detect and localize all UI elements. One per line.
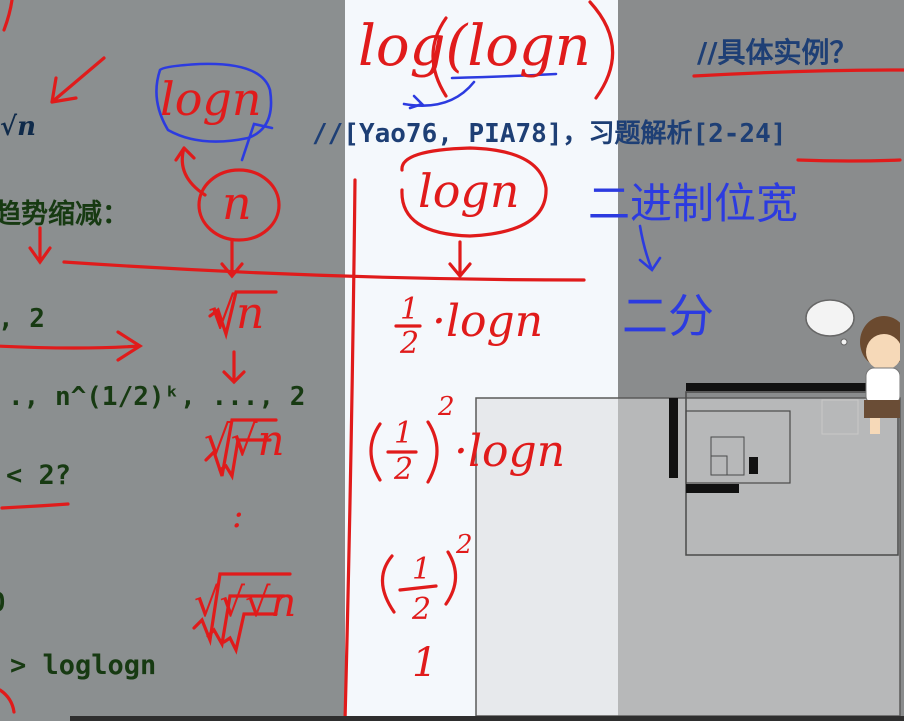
circle-n: [197, 168, 281, 242]
paren-left: [431, 16, 448, 98]
horizontal-line: [62, 260, 586, 282]
radical-3: [192, 572, 292, 647]
hw-sq-num: 1: [394, 416, 414, 451]
left-bar: [669, 398, 678, 478]
hw-sq-logn: ·logn: [454, 426, 566, 477]
medium-top-bar: [686, 383, 898, 391]
loglogn-label: > loglogn: [10, 650, 157, 681]
example-heading: //具体实例？: [697, 36, 858, 69]
arrow-down-n: [220, 238, 244, 279]
tiny-bar: [749, 457, 758, 474]
mascot-figure: [805, 299, 900, 435]
stamp: [821, 399, 859, 435]
loop-arrow: [174, 146, 207, 197]
radical-1: [208, 290, 278, 340]
radical-3c: [222, 612, 278, 655]
circle-logn: [400, 146, 548, 238]
tick-stroke: [240, 122, 274, 162]
hw-lower-den: 2: [412, 592, 432, 627]
radical-3b: [206, 594, 286, 649]
hw-half-den: 2: [400, 326, 420, 361]
hw-n: n: [222, 176, 252, 230]
hw-binary-bits: 二进制位宽: [588, 179, 799, 228]
radical-2: [204, 418, 278, 477]
arrow-right: [0, 330, 143, 362]
arrow-stroke: [50, 56, 106, 104]
radical-2b: [218, 438, 272, 481]
arrow-down-left: [28, 226, 52, 265]
hw-lower-one: 1: [412, 640, 438, 686]
bubble-dot: [840, 338, 848, 346]
less-than-two-label: < 2?: [6, 460, 72, 491]
sqrt-n-label: √n: [0, 112, 36, 142]
paren-frac2-right: [444, 550, 458, 606]
two-label: , 2: [0, 304, 45, 334]
hw-sq-den: 2: [394, 452, 414, 487]
underline-reference: [796, 158, 902, 163]
zero-label: 0: [0, 588, 6, 618]
paren-frac-left: [369, 422, 382, 482]
reference-label: //[Yao76, PIA78]，习题解析[2-24]: [312, 119, 787, 149]
hw-half-num: 1: [400, 292, 420, 327]
shirt: [865, 367, 900, 405]
stroke: [2, 0, 14, 32]
hw-dots: :: [232, 496, 244, 536]
arrow-down-sqrt: [222, 350, 246, 385]
hw-lower-num: 1: [412, 552, 432, 587]
left-slide-panel: [0, 0, 345, 721]
bottom-bar-small: [686, 484, 739, 493]
underline-stroke: [0, 502, 70, 510]
hook-arrow: [408, 94, 425, 110]
trend-label: 趋势缩减：: [0, 199, 129, 230]
hw-logn-mid: logn: [418, 164, 520, 218]
tiniest-square: [710, 455, 728, 476]
hw-sqrt-sqrt-sqrt-n: √√√n: [194, 580, 297, 626]
pants: [864, 400, 900, 418]
hw-logn-left: logn: [160, 72, 262, 126]
hw-sqrt-sqrt-n: √√n: [204, 416, 285, 465]
hw-halving: 二分: [622, 289, 714, 343]
face: [866, 334, 900, 370]
underline-logn: [450, 72, 558, 80]
arrow-down-logn: [448, 240, 472, 279]
hook-stroke: [402, 80, 476, 107]
divider-line: [343, 178, 357, 721]
hw-sqrt-n: √n: [208, 288, 265, 339]
underline-example: [692, 68, 904, 78]
thought-bubble: [805, 299, 855, 337]
leg: [870, 418, 880, 434]
frac-bar-3: [398, 584, 438, 592]
hw-sq-exp: 2: [438, 392, 455, 422]
hw-top-title: log(logn: [358, 14, 591, 79]
bottom-bar: [70, 716, 904, 721]
circle-logn-left: [155, 62, 273, 143]
small-square: [685, 410, 791, 484]
corner-stroke: [0, 688, 16, 714]
paren-frac-right: [426, 420, 439, 484]
hw-lower-exp: 2: [456, 530, 473, 560]
large-square: [475, 397, 901, 717]
hw-half-logn: ·logn: [432, 296, 544, 347]
sequence-label: ., n^(1/2)ᵏ, ..., 2: [8, 382, 306, 412]
paren-right: [588, 0, 615, 100]
paren-frac2-left: [380, 554, 396, 614]
arrow-down-blue: [638, 224, 662, 272]
